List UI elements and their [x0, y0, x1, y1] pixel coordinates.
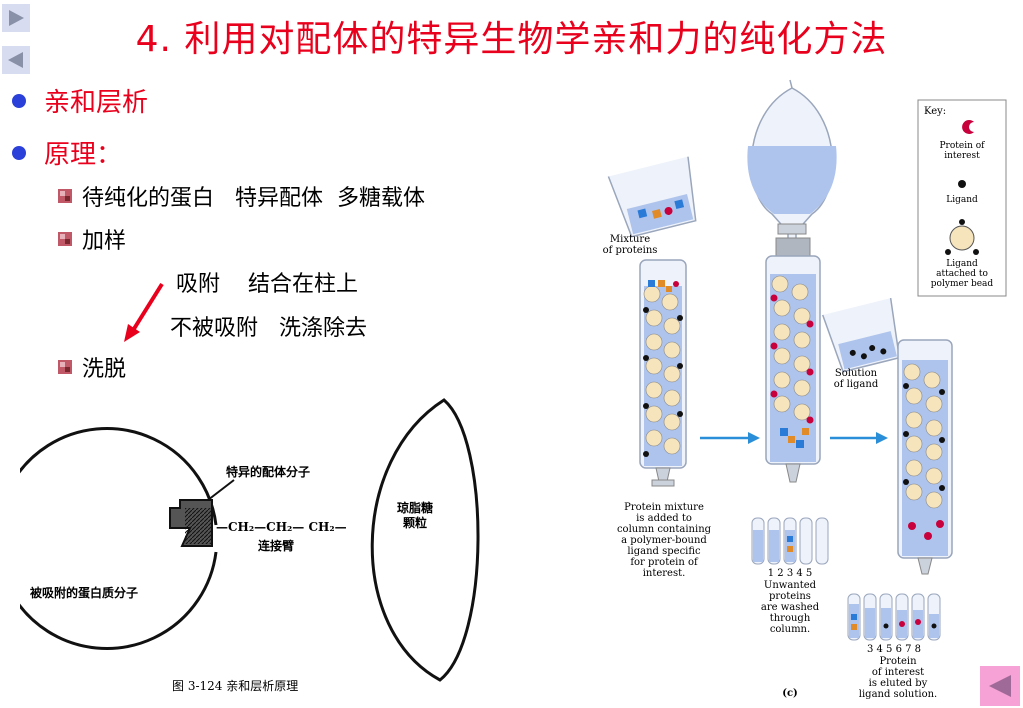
square-bullet-icon: [58, 360, 72, 374]
figure-caption: 图 3-124 亲和层析原理: [172, 679, 298, 693]
key-label: Ligand: [946, 195, 978, 205]
protein-label: 被吸附的蛋白质分子: [30, 585, 138, 600]
adsorb-line: 吸附 结合在柱上: [176, 272, 358, 297]
sub-item-text: 待纯化的蛋白 特异配体 多糖载体: [82, 186, 425, 211]
key-label: Protein of: [939, 141, 985, 151]
sub-item-components: 待纯化的蛋白 特异配体 多糖载体: [58, 180, 425, 212]
protein-circle: [20, 427, 218, 650]
bullet-dot-icon: [12, 93, 26, 108]
bullet-principle: 原理：: [12, 134, 122, 171]
key-label: interest: [944, 151, 980, 161]
protein-of-interest-icon: [962, 120, 974, 134]
tube-numbers: 3 4 5 6 7 8: [867, 644, 921, 655]
step2-label: through: [770, 613, 811, 624]
square-bullet-icon: [58, 189, 72, 203]
tube-numbers: 1 2 3 4 5: [768, 568, 813, 579]
sub-item-loading: 加样: [58, 223, 126, 255]
ligand-solution-beaker: [822, 297, 901, 373]
step3-label: Protein: [879, 656, 917, 667]
affinity-principle-diagram: 特异的配体分子 —CH₂—CH₂— CH₂— 连接臂 琼脂糖 颗粒 被吸附的蛋白…: [20, 398, 480, 693]
bullet-affinity-chromatography: 亲和层析: [12, 82, 148, 119]
spacer-chain: —CH₂—CH₂— CH₂—: [216, 520, 347, 534]
step1-label: for protein of: [630, 557, 699, 568]
step2-label: column.: [770, 624, 810, 635]
column-1: [639, 259, 687, 487]
back-button[interactable]: [980, 666, 1020, 706]
spacer-label: 连接臂: [258, 538, 294, 553]
step1-label: Protein mixture: [624, 502, 704, 513]
bullet-text: 原理：: [44, 140, 123, 170]
triangle-right-icon: [9, 10, 24, 26]
bullet-dot-icon: [12, 145, 26, 160]
bullet-text: 亲和层析: [44, 88, 149, 118]
step1-label: ligand specific: [627, 546, 701, 557]
step3-label: is eluted by: [869, 678, 928, 689]
step2-label: Unwanted: [764, 580, 817, 591]
tubes-set-1: [751, 517, 829, 565]
column-2: [765, 255, 821, 483]
key-title: Key:: [924, 106, 946, 117]
slide-title: 4. 利用对配体的特异生物学亲和力的纯化方法: [135, 19, 888, 60]
sub-item-text: 洗脱: [82, 357, 127, 382]
step1-label: column containing: [617, 524, 712, 535]
non-adsorb-line: 不被吸附 洗涤除去: [170, 316, 367, 341]
bead-label: 琼脂糖: [397, 500, 433, 515]
tubes-set-2: [847, 593, 941, 641]
mixture-label: Mixture: [610, 234, 650, 245]
triangle-left-icon: [989, 675, 1011, 697]
step1-label: a polymer-bound: [621, 535, 707, 546]
prev-slide-button[interactable]: [2, 46, 30, 74]
step3-label: ligand solution.: [859, 689, 937, 700]
step1-label: interest.: [643, 568, 686, 579]
step2-label: proteins: [769, 591, 811, 602]
next-slide-button[interactable]: [2, 4, 30, 32]
bead-icon: [949, 225, 975, 251]
sub-item-elution: 洗脱: [58, 351, 126, 383]
column-stopper: [775, 237, 811, 259]
panel-label: (c): [782, 688, 798, 699]
bead-label: 颗粒: [403, 515, 427, 530]
step1-label: is added to: [636, 513, 692, 524]
agarose-bead-shape: [370, 398, 480, 682]
key-label: Ligand: [946, 259, 978, 269]
key-label: attached to: [936, 269, 988, 279]
mixture-label: of proteins: [603, 245, 658, 256]
solution-label: of ligand: [834, 379, 879, 390]
step3-label: of interest: [872, 667, 924, 678]
sub-item-text: 加样: [82, 229, 127, 254]
ligand-label: 特异的配体分子: [226, 464, 310, 479]
key-label: polymer bead: [931, 279, 994, 289]
key-box: [917, 99, 1007, 297]
mixture-beaker: [607, 156, 697, 238]
red-arrow-icon: [124, 282, 164, 342]
triangle-left-icon: [8, 52, 23, 68]
step2-label: are washed: [761, 602, 820, 613]
ligand-icon: [958, 180, 966, 188]
column-chromatography-figure: Key: Protein of interest Ligand Ligand a…: [603, 79, 1007, 700]
column-3: [897, 339, 953, 575]
square-bullet-icon: [58, 232, 72, 246]
solution-label: Solution: [835, 368, 878, 379]
